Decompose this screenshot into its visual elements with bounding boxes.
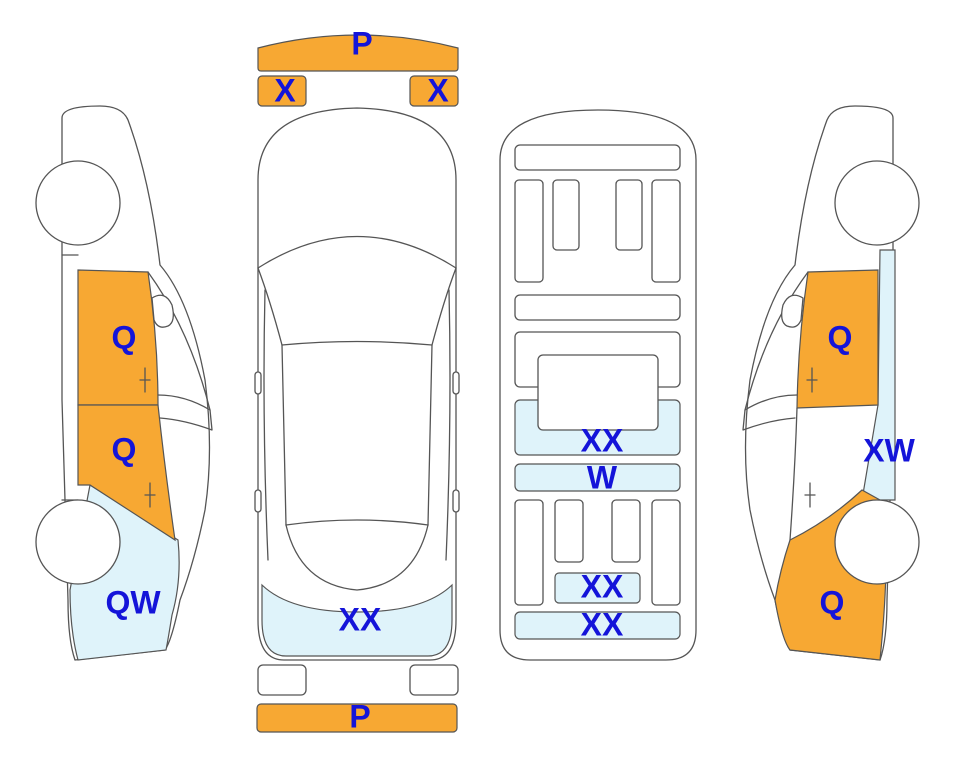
top-view-rear-zone[interactable] xyxy=(261,583,453,657)
left-rear-door-label: Q xyxy=(112,431,137,467)
right-rear-wheel[interactable] xyxy=(834,499,920,585)
top-view: XX xyxy=(254,107,460,661)
front-right-light-label: X xyxy=(427,72,449,108)
rear-bumper-zone[interactable] xyxy=(256,703,458,733)
left-front-door-label: Q xyxy=(112,319,137,355)
top-view-body[interactable] xyxy=(257,107,457,661)
right-front-door-label: Q xyxy=(828,319,853,355)
underbody-lower-zone-1[interactable] xyxy=(554,572,641,604)
front-bumper-zone[interactable] xyxy=(257,34,459,72)
rear-parts: P xyxy=(256,664,459,734)
underbody-middle-label: W xyxy=(587,459,618,495)
front-left-light-label: X xyxy=(274,72,296,108)
underbody-middle-zone[interactable] xyxy=(514,463,681,492)
front-bumper-label: P xyxy=(351,25,372,61)
left-rear-wheel[interactable] xyxy=(35,499,121,585)
top-view-rear-label: XX xyxy=(339,601,382,637)
underbody-upper-label: XX xyxy=(581,422,624,458)
right-rear-quarter-label: Q xyxy=(820,584,845,620)
underbody-lower-label-1: XX xyxy=(581,568,624,604)
right-front-wheel[interactable] xyxy=(834,160,920,246)
front-parts: P X X xyxy=(257,25,459,108)
underbody-lower-label-2: XX xyxy=(581,606,624,642)
front-right-light-zone[interactable] xyxy=(409,75,459,107)
front-left-light-zone[interactable] xyxy=(257,75,307,107)
underbody-view: XX W XX XX xyxy=(499,109,697,661)
rear-right-light[interactable] xyxy=(409,664,459,696)
left-side-view: Q Q QW xyxy=(35,105,213,661)
rear-left-light[interactable] xyxy=(257,664,307,696)
left-rear-quarter-label: QW xyxy=(105,584,161,620)
right-side-view: Q XW Q xyxy=(742,105,920,661)
left-rear-door-zone[interactable] xyxy=(77,404,176,542)
underbody-lower-zone-2[interactable] xyxy=(514,611,681,640)
left-front-wheel[interactable] xyxy=(35,160,121,246)
rear-bumper-label: P xyxy=(349,698,370,734)
right-pillar-label: XW xyxy=(863,432,915,468)
